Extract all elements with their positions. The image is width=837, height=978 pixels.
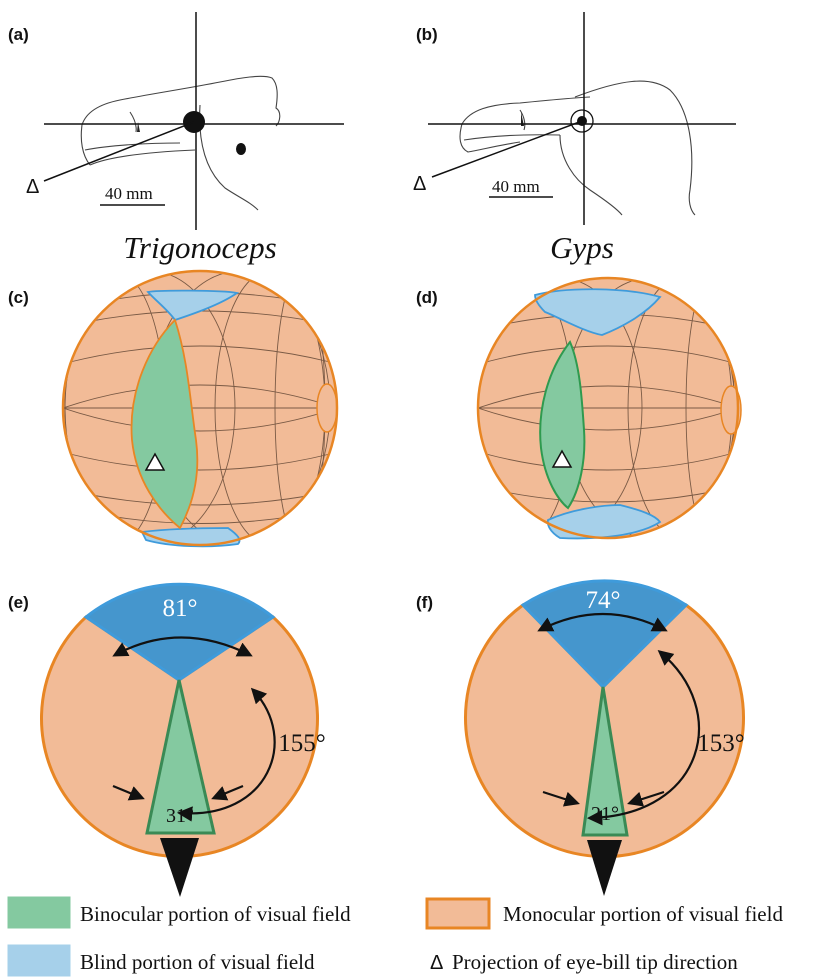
blind-sector bbox=[520, 579, 689, 690]
projection-triangle-icon: Δ bbox=[26, 176, 39, 198]
monocular-angle-label: 153° bbox=[697, 730, 745, 757]
panel-a: (a) Δ 40 mm Trigonoceps bbox=[8, 12, 344, 265]
species-name-gyps: Gyps bbox=[550, 230, 614, 265]
panel-b: (b) Δ 40 mm Gyps bbox=[413, 12, 736, 265]
globe-outline bbox=[61, 269, 339, 547]
panel-b-label: (b) bbox=[416, 25, 438, 44]
panel-a-label: (a) bbox=[8, 25, 29, 44]
bill-tip-projection-icon bbox=[551, 449, 573, 468]
eye-ring bbox=[570, 109, 594, 133]
gyps-head-drawing bbox=[459, 80, 696, 216]
monocular-angle-arrow bbox=[176, 687, 276, 822]
panel-e-label: (e) bbox=[8, 593, 29, 612]
binocular-area bbox=[539, 340, 586, 510]
panel-f: (f) 74° 153° 21° bbox=[416, 579, 745, 896]
blind-angle-label: 74° bbox=[586, 587, 621, 614]
panel-d: (d) bbox=[416, 276, 742, 540]
panel-f-label: (f) bbox=[416, 593, 433, 612]
optic-axis-pole bbox=[316, 383, 338, 433]
panel-d-label: (d) bbox=[416, 288, 438, 307]
monocular-angle-arrow bbox=[586, 650, 700, 826]
binocular-arrow-left bbox=[542, 790, 580, 807]
panel-c: (c) bbox=[8, 269, 339, 548]
trigonoceps-head-drawing bbox=[80, 75, 281, 211]
legend-label-binocular: Binocular portion of visual field bbox=[80, 902, 351, 926]
blind-area-top bbox=[146, 289, 240, 322]
legend: Binocular portion of visual field Monocu… bbox=[7, 896, 783, 977]
blind-area-top bbox=[534, 288, 662, 336]
blind-sector bbox=[83, 582, 276, 682]
blind-angle-arrow bbox=[112, 636, 253, 657]
optic-axis-pole bbox=[720, 385, 742, 435]
blind-angle-arrow bbox=[537, 612, 668, 632]
blind-angle-label: 81° bbox=[163, 595, 198, 622]
legend-swatch-monocular bbox=[425, 897, 491, 930]
blind-area-bottom bbox=[546, 504, 662, 540]
legend-swatch-blind bbox=[7, 944, 71, 977]
legend-projection-triangle-icon: Δ bbox=[430, 952, 443, 974]
legend-label-blind: Blind portion of visual field bbox=[80, 950, 315, 974]
binocular-arrow-right bbox=[211, 784, 244, 801]
legend-label-monocular: Monocular portion of visual field bbox=[503, 902, 783, 926]
bill-tip-projection-icon bbox=[144, 452, 166, 471]
nostril-mark bbox=[521, 112, 524, 126]
scale-label: 40 mm bbox=[492, 177, 540, 196]
scale-label: 40 mm bbox=[105, 184, 153, 203]
eye-bill-projection-line bbox=[431, 120, 583, 178]
legend-swatch-binocular bbox=[7, 896, 71, 929]
eye-bill-projection-line bbox=[43, 121, 195, 182]
binocular-arrow-left bbox=[112, 784, 145, 801]
monocular-angle-label: 155° bbox=[278, 730, 326, 757]
ear-mark bbox=[236, 143, 246, 155]
species-name-trigonoceps: Trigonoceps bbox=[123, 230, 276, 265]
binocular-angle-label: 21° bbox=[591, 803, 619, 825]
panel-c-label: (c) bbox=[8, 288, 29, 307]
legend-label-projection: Projection of eye-bill tip direction bbox=[452, 950, 738, 974]
binocular-area bbox=[130, 318, 199, 530]
bill-icon bbox=[587, 840, 622, 896]
projection-triangle-icon: Δ bbox=[413, 173, 426, 195]
panel-e: (e) 81° 155° 31° bbox=[8, 582, 326, 897]
binocular-arrow-right bbox=[627, 790, 665, 807]
binocular-angle-label: 31° bbox=[166, 805, 194, 827]
bill-icon bbox=[160, 838, 199, 897]
globe-outline bbox=[476, 276, 740, 540]
